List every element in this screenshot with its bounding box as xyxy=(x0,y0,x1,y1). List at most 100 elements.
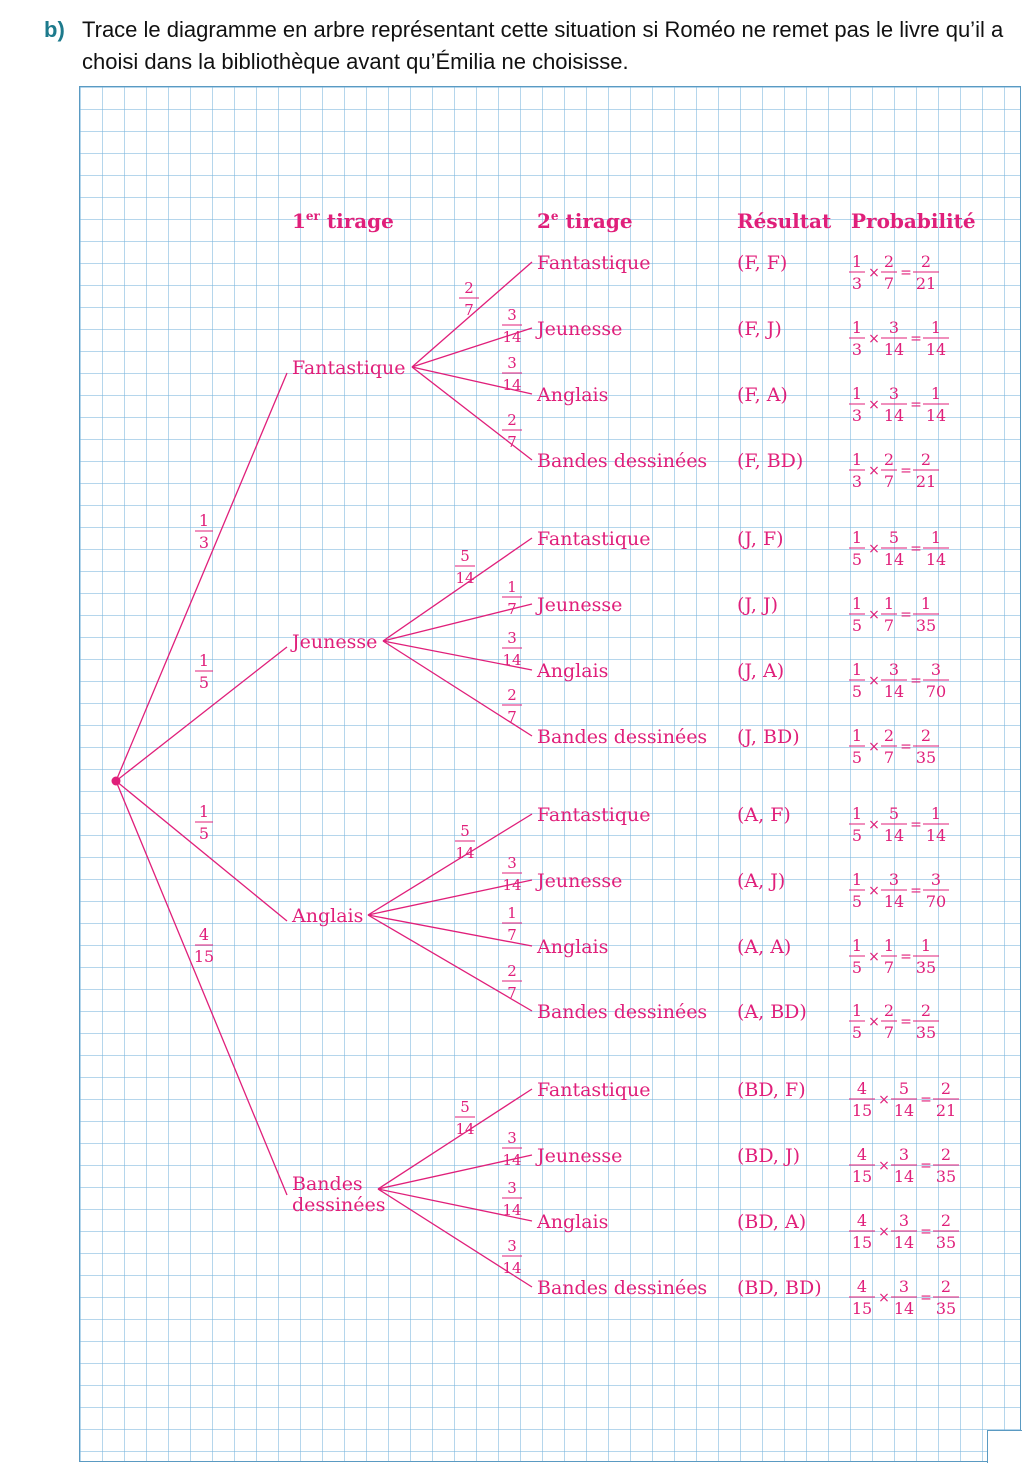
branch-second-3-4 xyxy=(367,914,533,1012)
probability-factor-second-denominator: 14 xyxy=(884,892,904,911)
second-draw-probability-numerator: 2 xyxy=(507,411,517,429)
first-draw-probability-numerator: 1 xyxy=(199,511,209,530)
equals-sign: = xyxy=(910,541,922,557)
equals-sign: = xyxy=(920,1290,932,1306)
second-draw-label: Fantastique xyxy=(537,528,651,550)
probability-result-denominator: 35 xyxy=(936,1299,956,1318)
result-label: (F, J) xyxy=(737,318,782,340)
result-label: (A, A) xyxy=(737,936,791,958)
second-draw-probability-numerator: 3 xyxy=(507,629,517,647)
probability-factor-first-numerator: 4 xyxy=(857,1211,867,1230)
probability-result-denominator: 21 xyxy=(916,274,936,293)
second-draw-probability-numerator: 3 xyxy=(507,354,517,372)
probability-factor-first-denominator: 5 xyxy=(852,550,862,569)
times-sign: × xyxy=(868,541,880,557)
second-draw-probability-numerator: 3 xyxy=(507,854,517,872)
probability-result-numerator: 2 xyxy=(941,1079,951,1098)
probability-factor-first-denominator: 5 xyxy=(852,682,862,701)
probability-result-denominator: 35 xyxy=(936,1167,956,1186)
probability-factor-second-denominator: 14 xyxy=(884,550,904,569)
second-draw-label: Anglais xyxy=(536,936,608,958)
header-second-draw: 2e tirage xyxy=(537,209,633,233)
first-draw-label: Bandes xyxy=(292,1173,363,1195)
equals-sign: = xyxy=(900,739,912,755)
equals-sign: = xyxy=(920,1158,932,1174)
first-draw-probability-denominator: 5 xyxy=(199,824,209,843)
probability-result-denominator: 14 xyxy=(926,406,946,425)
second-draw-label: Bandes dessinées xyxy=(537,450,707,472)
probability-result-numerator: 2 xyxy=(921,450,931,469)
first-draw-probability-denominator: 5 xyxy=(199,673,209,692)
branch-second-2-1 xyxy=(382,537,533,642)
equals-sign: = xyxy=(900,463,912,479)
times-sign: × xyxy=(878,1290,890,1306)
times-sign: × xyxy=(868,883,880,899)
probability-factor-second-numerator: 5 xyxy=(889,804,899,823)
probability-factor-second-numerator: 3 xyxy=(889,318,899,337)
probability-factor-second-denominator: 14 xyxy=(894,1233,914,1252)
second-draw-probability-numerator: 3 xyxy=(507,306,517,324)
probability-factor-second-denominator: 14 xyxy=(884,406,904,425)
probability-result-numerator: 1 xyxy=(921,936,931,955)
branch-second-3-3 xyxy=(367,914,533,947)
probability-factor-second-numerator: 5 xyxy=(899,1079,909,1098)
equals-sign: = xyxy=(910,817,922,833)
second-draw-probability-denominator: 14 xyxy=(455,844,474,862)
times-sign: × xyxy=(868,673,880,689)
branch-second-3-2 xyxy=(367,879,533,916)
second-draw-label: Jeunesse xyxy=(535,594,622,616)
probability-result-numerator: 2 xyxy=(921,252,931,271)
probability-factor-second-numerator: 3 xyxy=(899,1277,909,1296)
branch-second-1-1 xyxy=(411,261,533,368)
probability-factor-second-denominator: 7 xyxy=(884,616,894,635)
first-draw-probability-numerator: 1 xyxy=(199,802,209,821)
header-first-draw: 1er tirage xyxy=(292,209,394,233)
probability-result-denominator: 70 xyxy=(926,892,946,911)
first-draw-label: Anglais xyxy=(291,905,363,927)
probability-factor-second-denominator: 14 xyxy=(894,1101,914,1120)
probability-factor-first-numerator: 1 xyxy=(852,528,862,547)
probability-factor-first-numerator: 4 xyxy=(857,1079,867,1098)
equals-sign: = xyxy=(900,1014,912,1030)
second-draw-probability-numerator: 2 xyxy=(507,686,517,704)
probability-factor-second-numerator: 2 xyxy=(884,252,894,271)
probability-result-denominator: 14 xyxy=(926,826,946,845)
probability-result-numerator: 2 xyxy=(921,1001,931,1020)
probability-result-denominator: 35 xyxy=(916,1023,936,1042)
result-label: (BD, A) xyxy=(737,1211,806,1233)
probability-result-denominator: 35 xyxy=(916,616,936,635)
second-draw-probability-numerator: 3 xyxy=(507,1129,517,1147)
branch-first-2 xyxy=(115,646,288,782)
probability-factor-first-denominator: 5 xyxy=(852,1023,862,1042)
second-draw-label: Fantastique xyxy=(537,804,651,826)
probability-factor-first-denominator: 15 xyxy=(852,1233,872,1252)
result-label: (F, A) xyxy=(737,384,788,406)
second-draw-probability-numerator: 5 xyxy=(460,547,470,565)
second-draw-probability-numerator: 1 xyxy=(507,904,517,922)
probability-factor-second-numerator: 5 xyxy=(889,528,899,547)
second-draw-label: Bandes dessinées xyxy=(537,726,707,748)
probability-factor-second-numerator: 3 xyxy=(889,870,899,889)
probability-factor-first-numerator: 1 xyxy=(852,318,862,337)
times-sign: × xyxy=(868,331,880,347)
result-label: (F, BD) xyxy=(737,450,803,472)
result-label: (J, A) xyxy=(737,660,784,682)
probability-factor-second-denominator: 7 xyxy=(884,748,894,767)
probability-result-denominator: 35 xyxy=(916,748,936,767)
second-draw-probability-denominator: 14 xyxy=(502,651,521,669)
second-draw-label: Bandes dessinées xyxy=(537,1001,707,1023)
probability-factor-first-denominator: 5 xyxy=(852,892,862,911)
second-draw-label: Fantastique xyxy=(537,1079,651,1101)
probability-result-numerator: 2 xyxy=(941,1145,951,1164)
times-sign: × xyxy=(868,397,880,413)
first-draw-label: Jeunesse xyxy=(290,631,377,653)
times-sign: × xyxy=(868,463,880,479)
probability-factor-first-numerator: 1 xyxy=(852,936,862,955)
second-draw-label: Fantastique xyxy=(537,252,651,274)
probability-factor-second-numerator: 2 xyxy=(884,726,894,745)
result-label: (J, J) xyxy=(737,594,778,616)
second-draw-probability-denominator: 7 xyxy=(507,708,517,726)
probability-factor-first-numerator: 4 xyxy=(857,1277,867,1296)
equals-sign: = xyxy=(900,949,912,965)
